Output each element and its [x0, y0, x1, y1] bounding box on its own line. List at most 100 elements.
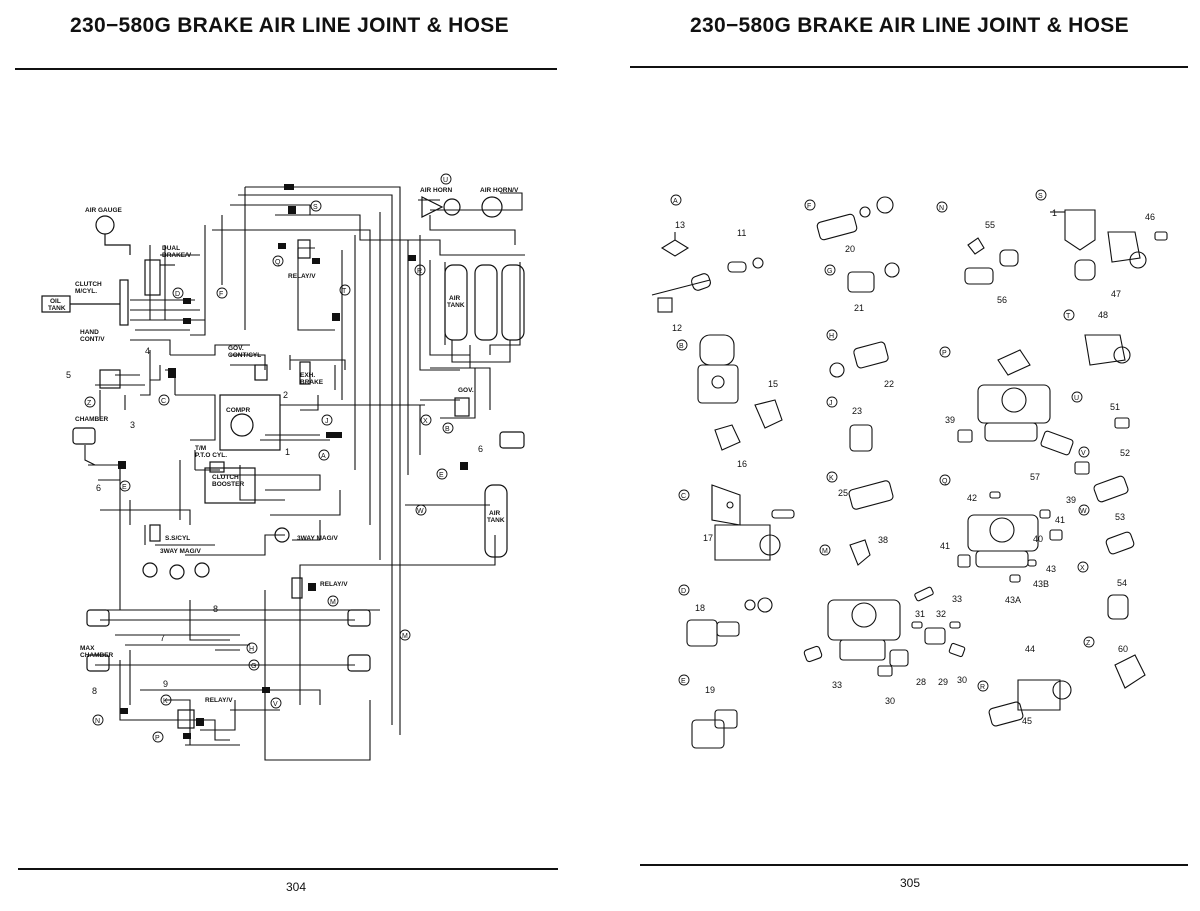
part-number-30-a: 30: [885, 696, 895, 706]
fitting-53-icon: [1105, 531, 1135, 555]
part-number-11: 11: [737, 228, 746, 238]
elbow-top-icon: [997, 349, 1031, 376]
callout-z: Z: [1086, 640, 1091, 647]
callout-h: H: [829, 333, 834, 340]
part-number-15: 15: [768, 379, 778, 389]
line-number-8-bottom: 8: [92, 686, 97, 696]
callout-c: C: [161, 398, 166, 405]
line-number-2: 2: [283, 390, 288, 400]
relay-valve-top-label: RELAY/V: [288, 273, 316, 280]
elbow-60-icon: [1114, 654, 1146, 689]
fittings-exploded-diagram: A B C D E F G H J K M N P Q R S T U V W …: [651, 189, 1168, 749]
ss-cylinder-icon: [149, 524, 161, 542]
callout-e: E: [681, 678, 686, 685]
straight-connector-icon: [727, 261, 747, 273]
three-way-mag-label-1: 3WAY MAG/V: [160, 548, 201, 555]
air-tank-label: AIR: [449, 295, 461, 302]
callout-b: B: [445, 426, 450, 433]
callout-c: C: [681, 493, 686, 500]
tee-48-icon: [1084, 334, 1126, 366]
callout-u: U: [1074, 395, 1079, 402]
line-number-6-left: 6: [96, 483, 101, 493]
clutch-booster-icon: [204, 467, 256, 504]
line-number-7: 7: [160, 633, 165, 643]
air-horn-valve-icon: [481, 196, 503, 218]
callout-v: V: [273, 701, 278, 708]
part-number-23: 23: [852, 406, 862, 416]
part-number-21: 21: [854, 303, 864, 313]
part-number-39-b: 39: [1066, 495, 1076, 505]
part-number-54: 54: [1117, 578, 1127, 588]
part-number-20: 20: [845, 244, 855, 254]
part-number-40: 40: [1033, 534, 1043, 544]
part-number-53: 53: [1115, 512, 1125, 522]
callout-e-right: E: [439, 472, 444, 479]
bracket-icon: [711, 484, 741, 526]
clutch-booster-label: CLUTCH: [212, 474, 239, 481]
dual-brake-label: DUAL: [162, 245, 180, 252]
clutch-label-2: M/CYL.: [75, 288, 97, 295]
part-number-28: 28: [916, 677, 926, 687]
footer-rule-right: [640, 864, 1188, 866]
hand-cont-label: HAND: [80, 329, 99, 336]
tee-44-icon: [1017, 679, 1061, 711]
line-number-9: 9: [163, 679, 168, 689]
part-number-38: 38: [878, 535, 888, 545]
callout-k: K: [163, 698, 168, 705]
fitting-52-icon: [1093, 475, 1129, 503]
three-way-mag-label-2: 3WAY MAG/V: [297, 535, 338, 542]
part-number-52: 52: [1120, 448, 1130, 458]
fitting-45-icon: [988, 701, 1024, 727]
callout-t: T: [1066, 313, 1071, 320]
clutch-label: CLUTCH: [75, 281, 102, 288]
max-chamber-label: MAX: [80, 645, 95, 652]
three-way-mag-valve-icon: [142, 562, 158, 578]
page-number: 304: [286, 880, 307, 894]
part-number-42: 42: [967, 493, 977, 503]
fitting-47-icon: [1074, 259, 1096, 281]
part-number-51: 51: [1110, 402, 1120, 412]
exhaust-brake-icon: [299, 361, 311, 385]
hand-control-valve-icon: [99, 369, 121, 389]
part-number-18: 18: [695, 603, 705, 613]
callout-r: R: [980, 684, 985, 691]
callout-w: W: [1080, 508, 1087, 515]
air-horn-icon: [421, 196, 444, 218]
air-horn-label: AIR HORN: [420, 187, 452, 194]
compressor-label: COMPR: [226, 407, 251, 414]
callout-s: S: [313, 204, 318, 211]
valve-assembly-icon: [827, 599, 901, 641]
callout-g: G: [827, 268, 832, 275]
part-number-33-a: 33: [952, 594, 962, 604]
hand-cont-label-2: CONT/V: [80, 336, 105, 343]
part-number-41-a: 41: [1055, 515, 1065, 525]
callout-n: N: [95, 718, 100, 725]
fitting-56-icon: [964, 267, 994, 285]
elbow-19-icon: [691, 719, 725, 749]
gov-cont-label: GOV.: [228, 345, 244, 352]
compressor-icon: [219, 394, 281, 451]
valve-body-icon: [699, 334, 735, 366]
callout-q: Q: [275, 259, 281, 266]
part-number-41-b: 41: [940, 541, 950, 551]
part-number-22: 22: [884, 379, 894, 389]
page-title-right: 230−580G BRAKE AIR LINE JOINT & HOSE: [690, 14, 1129, 37]
callout-f: F: [807, 203, 811, 210]
line-number-4: 4: [145, 346, 150, 356]
fitting-54-icon: [1107, 594, 1129, 620]
part-number-48: 48: [1098, 310, 1108, 320]
part-number-17: 17: [703, 533, 713, 543]
relay-valve-mid-icon: [291, 577, 303, 599]
callout-m-right: M: [402, 633, 408, 640]
air-horn-valve-label: AIR HORN/V: [480, 187, 519, 194]
air-gauge-label: AIR GAUGE: [85, 207, 123, 214]
valve-q-icon: [967, 514, 1039, 552]
elbow-39-icon: [957, 429, 973, 443]
header-rule: [15, 68, 557, 70]
clutch-booster-label-2: BOOSTER: [212, 481, 244, 488]
part-number-46: 46: [1145, 212, 1155, 222]
page-right: 230−580G BRAKE AIR LINE JOINT & HOSE 305: [600, 0, 1200, 911]
governor-label: GOV.: [458, 387, 474, 394]
fitting-22-icon: [853, 341, 889, 369]
part-number-16: 16: [737, 459, 747, 469]
